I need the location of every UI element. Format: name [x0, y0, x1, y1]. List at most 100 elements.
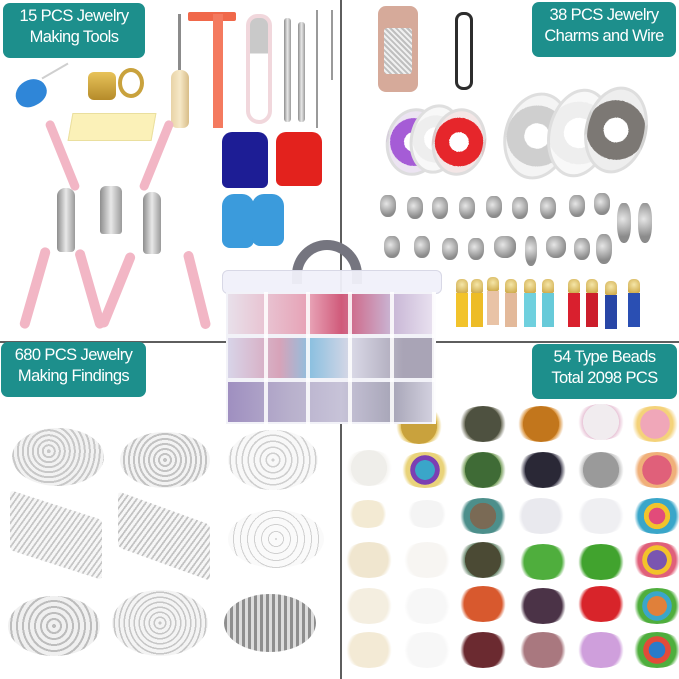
needle-icon: [316, 10, 318, 128]
tree-charm-icon-2: [432, 197, 448, 219]
white-bead-pile-3: [400, 632, 454, 668]
white-small-bead-pile: [404, 500, 450, 528]
red-tassel-icon: [568, 279, 580, 327]
pink-pearl-bead-pile: [630, 452, 679, 488]
wing-charm-icon-2: [638, 203, 652, 243]
amber-bead-pile: [514, 406, 568, 442]
orange-patterned-bead-pile: [456, 586, 510, 622]
gray-bead-pile: [574, 452, 628, 488]
ear-hooks-icon: [228, 510, 324, 568]
pony-bead-pile: [630, 632, 679, 668]
green-patterned-bead-pile: [456, 452, 510, 488]
dark-bead-pile: [516, 452, 570, 488]
round-plier-handle: [18, 246, 52, 330]
turquoise-bead-pile: [398, 452, 452, 488]
aqua-tassel-icon: [524, 279, 536, 327]
label-beads: 54 Type Beads Total 2098 PCS: [532, 344, 677, 399]
wing-charm-icon: [617, 203, 631, 243]
white-pearl-bead-pile: [400, 542, 454, 578]
cross-charm-icon: [380, 195, 396, 217]
open-star-charm-icon: [414, 236, 430, 258]
chain-wound: [384, 28, 412, 74]
round-plier-head-icon-2: [143, 192, 161, 254]
blue-velvet-bag-icon: [222, 132, 268, 188]
glove-icon-2: [252, 194, 284, 246]
bead-caps-icon: [112, 590, 208, 656]
label-findings: 680 PCS Jewelry Making Findings: [1, 342, 146, 397]
tan-tassel-icon-2: [505, 279, 517, 327]
green-glass-bead-pile-2: [574, 544, 628, 580]
blue-tassel-icon: [605, 281, 617, 329]
box-handle-icon: [292, 240, 362, 284]
label-charms-wire: 38 PCS Jewelry Charms and Wire: [532, 2, 676, 57]
round-plier-head-icon: [57, 188, 75, 252]
mushroom-charm-icon: [574, 238, 590, 260]
split-rings-icon: [228, 430, 318, 490]
plum-bead-pile: [516, 588, 570, 624]
jump-rings-medium-icon: [120, 432, 210, 488]
head-pins-icon: [118, 491, 210, 581]
lobster-clasps-icon: [8, 596, 100, 656]
ladybug-charm-icon: [546, 236, 566, 258]
tweezers-icon-2: [298, 22, 305, 122]
multicolor-seed-bead-pile: [630, 498, 679, 534]
tree-charm-icon: [407, 197, 423, 219]
leaf-charm-icon: [459, 197, 475, 219]
ring-opener-icon: [118, 68, 144, 98]
star-charm-icon-2: [540, 197, 556, 219]
clear-bead-pile-2: [574, 498, 628, 534]
olive-bead-pile: [456, 406, 510, 442]
yellow-tassel-icon-2: [471, 279, 483, 327]
star-charm-icon: [512, 197, 528, 219]
white-bead-pile-2: [400, 588, 454, 624]
awl-handle: [171, 70, 189, 128]
red-glass-bead-pile: [574, 586, 628, 622]
red-tassel-icon-2: [586, 279, 598, 327]
caliper-bar: [213, 14, 223, 128]
awl-icon: [178, 14, 181, 74]
storage-box: [222, 240, 442, 430]
cutter-plier-head-icon: [100, 186, 122, 234]
blue-tassel-icon-2: [628, 279, 640, 327]
polishing-cloth-icon: [67, 113, 157, 141]
teal-brown-bead-pile: [456, 498, 510, 534]
ivory-bead-pile: [342, 588, 396, 624]
threader-wire: [41, 62, 69, 80]
girl-charm-icon: [569, 195, 585, 217]
round-plier-handle-4: [182, 249, 212, 331]
maroon-bead-pile: [456, 632, 510, 668]
jump-rings-small-icon: [12, 428, 104, 486]
aqua-tassel-icon-2: [542, 279, 554, 327]
red-velvet-bag-icon: [276, 132, 322, 186]
letter-bead-pile: [574, 404, 628, 440]
tweezers-icon: [284, 18, 291, 122]
box-lid: [222, 270, 442, 294]
multicolor-letter-bead-pile: [630, 542, 679, 578]
scissors-icon: [246, 14, 272, 124]
white-bead-pile: [342, 450, 396, 486]
lilac-bead-pile: [574, 632, 628, 668]
tree-charm-icon-3: [442, 238, 458, 260]
green-glass-bead-pile: [516, 544, 570, 580]
glove-icon: [222, 194, 254, 248]
leather-cord-icon: [455, 12, 473, 90]
cream-pearl-bead-pile: [342, 542, 396, 578]
eye-pins-icon: [10, 490, 102, 580]
girl-charm-icon-2: [594, 193, 610, 215]
butterfly-charm-icon: [494, 236, 516, 258]
box-dividers: [226, 292, 436, 424]
yellow-tassel-icon: [456, 279, 468, 327]
dark-olive-bead-pile: [456, 542, 510, 578]
thimble-icon: [88, 72, 116, 100]
maple-leaf-charm-icon: [384, 236, 400, 258]
clear-bead-pile: [514, 498, 568, 534]
pastel-bead-pile: [628, 406, 679, 442]
lantern-charm-icon: [596, 234, 612, 264]
round-plier-handle-3: [97, 251, 137, 329]
rose-bead-pile: [516, 632, 570, 668]
needle-icon-2: [331, 10, 333, 80]
heart-charm-icon: [468, 238, 484, 260]
cream-small-bead-pile: [346, 500, 390, 528]
cream-bead-pile-2: [342, 632, 396, 668]
multicolor-heart-bead-pile: [630, 588, 679, 624]
